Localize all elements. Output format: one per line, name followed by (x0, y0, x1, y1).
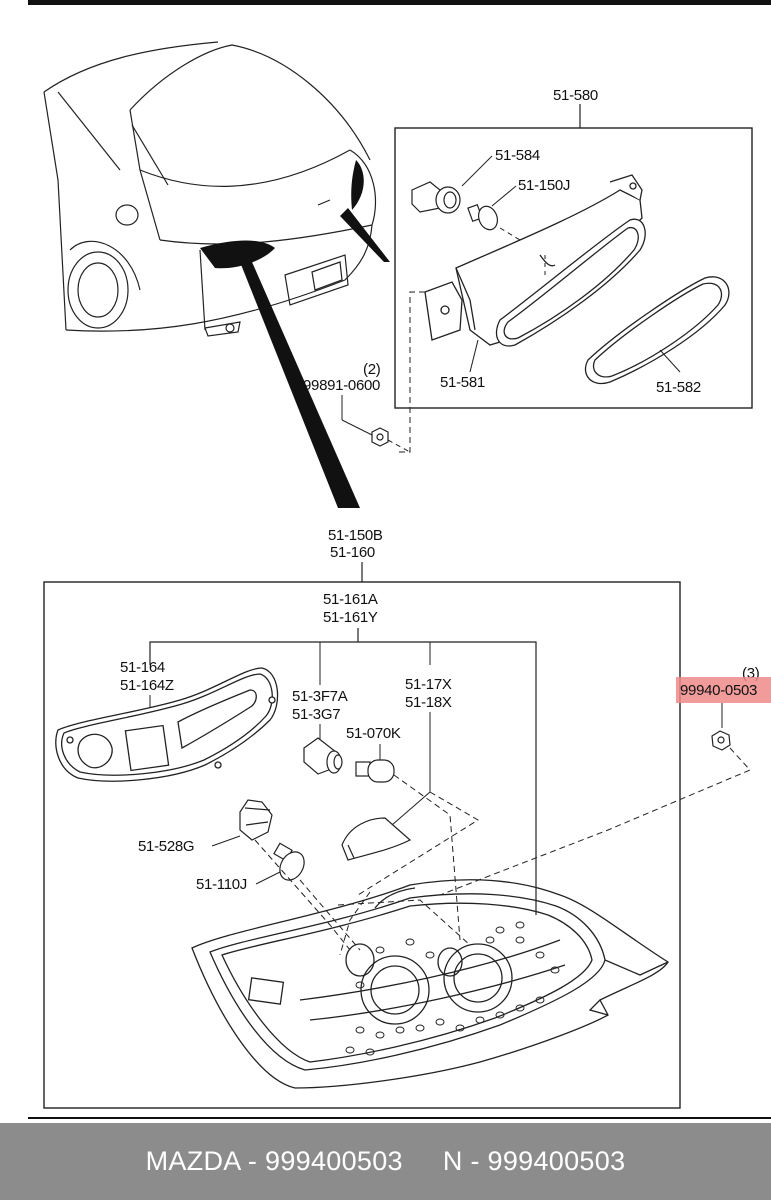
tail-lamp-silhouette (200, 240, 275, 269)
label-51-580: 51-580 (553, 87, 598, 104)
footer-brand-part: MAZDA - 999400503 (145, 1146, 403, 1176)
label-51-164: 51-164 (120, 659, 165, 676)
gasket-51-164 (55, 667, 279, 782)
socket-51-584 (411, 181, 461, 214)
label-99891-0600: 99891-0600 (303, 377, 380, 394)
label-51-070k: 51-070K (346, 725, 401, 742)
label-nut-qty-top: (2) (363, 361, 381, 378)
box-51-580 (394, 127, 753, 409)
label-51-160: 51-160 (330, 544, 375, 561)
brake-lamp-silhouette (351, 160, 364, 210)
label-51-582: 51-582 (656, 379, 701, 396)
footer-number-part: N - 999400503 (442, 1146, 626, 1176)
label-51-17x: 51-17X (405, 676, 452, 693)
gasket-51-582 (584, 276, 730, 385)
label-51-18x: 51-18X (405, 694, 452, 711)
label-51-581: 51-581 (440, 374, 485, 391)
pointer-to-brake-lamp (340, 208, 390, 262)
label-51-150b: 51-150B (328, 527, 383, 544)
label-51-161y: 51-161Y (323, 609, 378, 626)
label-51-161a: 51-161A (323, 591, 378, 608)
lamp-led-dots (345, 921, 560, 1056)
tail-lamp-assembly (191, 879, 669, 1089)
label-51-164z: 51-164Z (120, 677, 174, 694)
highlight-99940-0503 (676, 677, 771, 703)
top-border (28, 0, 771, 5)
housing-51-581 (424, 174, 646, 347)
pointer-to-lamp (240, 262, 360, 508)
label-99940-0503: 99940-0503 (680, 682, 757, 699)
bulb-51-110j (273, 842, 305, 881)
car-rear-illustration (43, 41, 377, 337)
label-51-110j: 51-110J (196, 876, 247, 893)
label-51-3f7a: 51-3F7A (292, 688, 348, 705)
label-51-150j: 51-150J (518, 177, 570, 194)
label-51-528g: 51-528G (138, 838, 194, 855)
socket-51-3f7a (303, 737, 343, 775)
nut-99940-0503 (711, 730, 731, 751)
label-51-3g7: 51-3G7 (292, 706, 340, 723)
label-51-584: 51-584 (495, 147, 540, 164)
box-51-150b (43, 581, 681, 1109)
reflector-51-17x (341, 817, 412, 861)
socket-51-528g (239, 799, 273, 841)
part-number-footer: MAZDA - 999400503 N - 999400503 (0, 1123, 771, 1200)
bulb-51-150j (467, 203, 499, 231)
nut-99891-0600 (371, 427, 389, 447)
bulb-51-070k (355, 759, 395, 783)
